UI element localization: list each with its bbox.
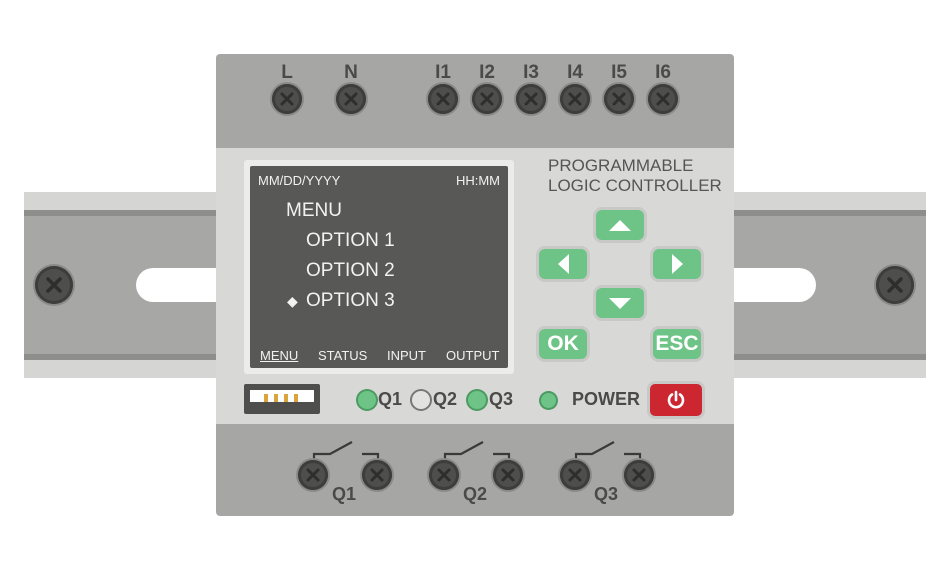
terminal-label-n: N xyxy=(344,62,358,83)
output-q1-led xyxy=(358,391,376,409)
usb-pin xyxy=(284,394,288,402)
lcd-tab-input: INPUT xyxy=(387,348,426,363)
lcd-tab-output: OUTPUT xyxy=(446,348,500,363)
arrow-left-icon xyxy=(557,254,569,274)
output-q3-led xyxy=(468,391,486,409)
relay-q2: Q2 xyxy=(427,436,527,506)
terminal-screw-i1-icon[interactable] xyxy=(428,84,458,114)
lcd-option-3: OPTION 3 xyxy=(306,290,395,311)
up-arrow-button[interactable] xyxy=(596,210,644,240)
terminal-label-i5: I5 xyxy=(611,62,627,83)
relay-q1: Q1 xyxy=(296,436,396,506)
terminal-label-l: L xyxy=(281,62,293,83)
terminal-screw-i2-icon[interactable] xyxy=(472,84,502,114)
power-led xyxy=(541,393,556,408)
relay-q1-screw-a-icon[interactable] xyxy=(298,460,328,490)
lcd-option-2: OPTION 2 xyxy=(306,260,395,281)
relay-q3-label: Q3 xyxy=(594,484,619,504)
lcd-tab-status: STATUS xyxy=(318,348,368,363)
relay-q2-label: Q2 xyxy=(463,484,488,504)
terminal-screw-n-icon[interactable] xyxy=(336,84,366,114)
relay-q3: Q3 xyxy=(558,436,658,506)
right-arrow-button[interactable] xyxy=(653,249,701,279)
terminal-screw-i3-icon[interactable] xyxy=(516,84,546,114)
relay-q1-screw-b-icon[interactable] xyxy=(362,460,392,490)
left-arrow-button[interactable] xyxy=(539,249,587,279)
lcd-screen: MM/DD/YYYY HH:MM MENU OPTION 1 OPTION 2 … xyxy=(250,166,508,368)
terminal-screw-i4-icon[interactable] xyxy=(560,84,590,114)
brand-line-2: LOGIC CONTROLLER xyxy=(548,176,722,195)
ok-button[interactable]: OK xyxy=(539,329,587,359)
arrow-right-icon xyxy=(671,254,683,274)
terminal-label-i1: I1 xyxy=(435,62,451,83)
arrow-up-icon xyxy=(609,219,631,231)
relay-q2-screw-b-icon[interactable] xyxy=(493,460,523,490)
lcd-time: HH:MM xyxy=(455,173,500,188)
relay-q1-label: Q1 xyxy=(332,484,357,504)
lcd-date: MM/DD/YYYY xyxy=(258,173,341,188)
lcd-tab-menu: MENU xyxy=(260,348,299,363)
power-button[interactable] xyxy=(650,384,702,416)
rail-screw-left-icon xyxy=(35,266,73,304)
terminal-screw-i5-icon[interactable] xyxy=(604,84,634,114)
terminal-label-i3: I3 xyxy=(523,62,539,83)
terminal-label-i4: I4 xyxy=(567,62,583,83)
usb-pin xyxy=(274,394,278,402)
power-label: POWER xyxy=(572,389,641,409)
lcd-option-1: OPTION 1 xyxy=(306,230,395,251)
power-icon xyxy=(667,390,685,409)
usb-port[interactable] xyxy=(244,384,320,414)
brand-label: PROGRAMMABLE LOGIC CONTROLLER xyxy=(548,156,722,196)
relay-q3-screw-b-icon[interactable] xyxy=(624,460,654,490)
usb-pin xyxy=(294,394,298,402)
output-q2-label: Q2 xyxy=(433,389,458,409)
esc-button[interactable]: ESC xyxy=(653,329,701,359)
output-q1-label: Q1 xyxy=(378,389,403,409)
down-arrow-button[interactable] xyxy=(596,288,644,318)
output-q2-led xyxy=(412,391,430,409)
brand-line-1: PROGRAMMABLE xyxy=(548,156,694,175)
terminal-label-i2: I2 xyxy=(479,62,495,83)
rail-screw-right-icon xyxy=(876,266,914,304)
terminal-label-i6: I6 xyxy=(655,62,671,83)
arrow-down-icon xyxy=(609,297,631,309)
relay-q2-screw-a-icon[interactable] xyxy=(429,460,459,490)
usb-pin xyxy=(264,394,268,402)
lcd-menu-title: MENU xyxy=(286,200,342,221)
output-q3-label: Q3 xyxy=(489,389,514,409)
relay-q3-screw-a-icon[interactable] xyxy=(560,460,590,490)
terminal-screw-l-icon[interactable] xyxy=(272,84,302,114)
terminal-screw-i6-icon[interactable] xyxy=(648,84,678,114)
lcd-cursor-icon: ◆ xyxy=(287,293,298,309)
usb-port-socket xyxy=(250,390,314,402)
